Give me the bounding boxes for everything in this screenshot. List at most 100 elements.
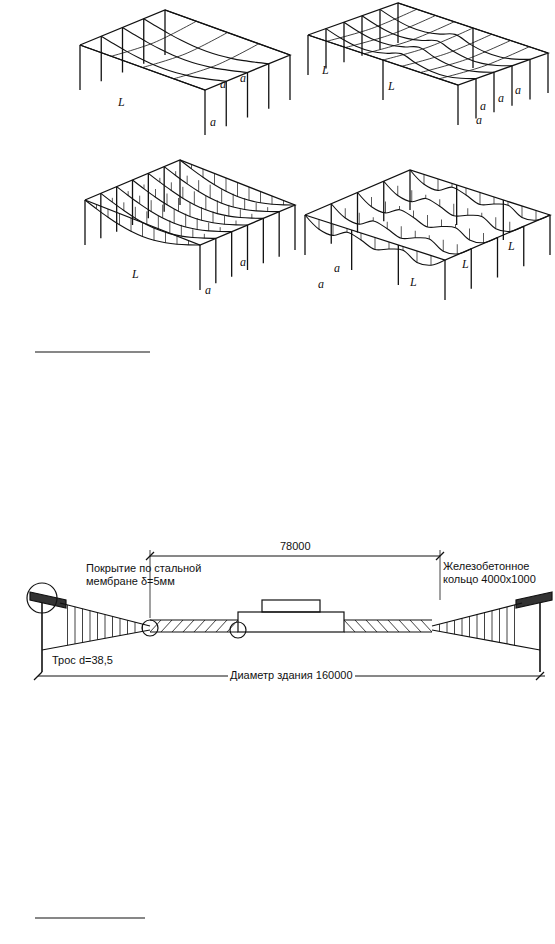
hatch (236, 221, 237, 225)
column (164, 167, 165, 212)
cable (384, 181, 524, 231)
hatch (194, 191, 195, 204)
hatch (244, 198, 245, 209)
hatch (240, 209, 241, 217)
hanger (127, 620, 128, 634)
hatch (135, 207, 136, 218)
cable (180, 160, 295, 205)
hatch (536, 211, 537, 221)
hanger (454, 620, 455, 634)
cross-cable (421, 41, 511, 73)
hatch (185, 214, 186, 227)
column (231, 232, 232, 277)
truss-diagonal (172, 620, 183, 632)
truss-diagonal (161, 620, 172, 632)
hatch (182, 187, 183, 198)
hatch (224, 216, 225, 224)
dimension-letter: a (334, 262, 340, 276)
hatch (174, 209, 175, 223)
hatch (443, 240, 444, 251)
cable (358, 193, 498, 243)
hatch (158, 216, 159, 230)
hanger (492, 611, 493, 641)
cross-cable (346, 16, 436, 48)
column (493, 72, 494, 112)
hatch (457, 244, 458, 254)
hatch (131, 218, 132, 231)
column (503, 200, 504, 240)
column (472, 28, 473, 68)
column (307, 35, 308, 75)
edge-beam (85, 160, 295, 245)
column (199, 245, 200, 290)
hatch (237, 183, 238, 197)
dimension-letter: a (515, 84, 521, 98)
hatch (201, 207, 202, 220)
hatch (494, 197, 495, 204)
hatch (165, 232, 166, 243)
annotation: Покрытие по стальной мембране δ=5мм (86, 562, 206, 587)
hatch (187, 176, 188, 184)
hatch (151, 200, 152, 211)
column (383, 181, 384, 221)
cable (42, 630, 150, 650)
hatch (509, 222, 510, 232)
hatch (272, 196, 273, 204)
tick (536, 672, 544, 680)
column (294, 205, 295, 250)
hatch (197, 218, 198, 229)
hatch (469, 229, 470, 240)
hatch (162, 205, 163, 218)
column (164, 10, 165, 55)
hatch (233, 194, 234, 207)
hatch (260, 192, 261, 203)
column (84, 200, 85, 245)
column (351, 230, 352, 270)
cable (344, 22, 494, 72)
truss-diagonal (216, 620, 227, 632)
tick (34, 672, 42, 680)
hanger (469, 616, 470, 637)
truss-diagonal (227, 620, 238, 632)
hatch (480, 193, 481, 205)
column (268, 64, 269, 109)
cable (144, 19, 269, 64)
hanger (90, 611, 91, 641)
hatch (169, 220, 170, 233)
column (523, 226, 524, 266)
cable (326, 29, 476, 79)
dimension-letter: L (118, 96, 125, 110)
column (379, 9, 380, 49)
annotation: Диаметр здания 160000 (228, 669, 355, 682)
annotation: Трос d=38,5 (50, 654, 115, 667)
hatch (387, 222, 388, 229)
hatch (411, 190, 412, 201)
dimension-letter: L (462, 258, 469, 272)
hanger (97, 613, 98, 640)
hatch (283, 201, 284, 205)
hatch (228, 205, 229, 216)
hatch (139, 196, 140, 204)
column (547, 53, 548, 93)
hanger (477, 615, 478, 639)
truss-diagonal (150, 620, 161, 632)
hatch (123, 202, 124, 210)
dimension-letter: L (410, 276, 417, 290)
hatch (181, 225, 182, 236)
hatch (188, 241, 189, 245)
hatch (155, 189, 156, 197)
hanger (105, 615, 106, 639)
ring (516, 592, 552, 608)
hatch (319, 220, 320, 230)
truss-diagonal (355, 620, 366, 632)
wall (41, 596, 43, 672)
column (444, 260, 445, 300)
truss-diagonal (399, 620, 410, 632)
dimension-letter: a (240, 72, 246, 86)
hatch (267, 207, 268, 211)
column (475, 79, 476, 119)
cable (305, 215, 445, 265)
tick (436, 552, 444, 560)
underline (35, 351, 150, 352)
hatch (178, 198, 179, 211)
